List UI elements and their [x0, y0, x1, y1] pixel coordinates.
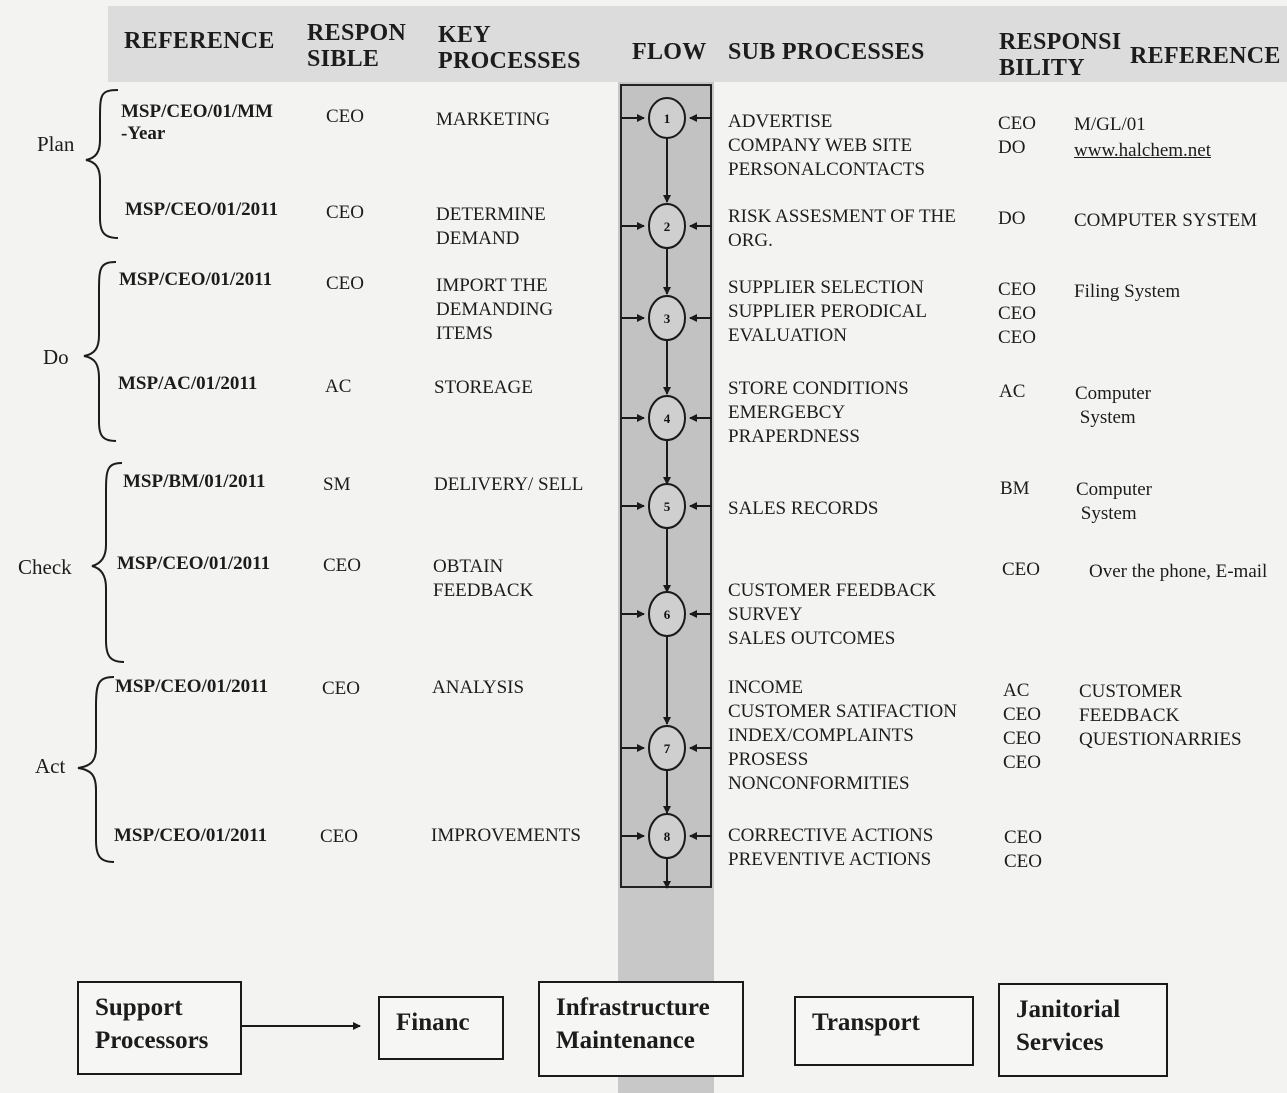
- brace-plan: [85, 89, 119, 239]
- row-1-key-process: MARKETING: [436, 109, 550, 130]
- header-reference-right: REFERENCE: [1130, 43, 1281, 69]
- row-1-reference-right: M/GL/01: [1074, 114, 1146, 135]
- row-6-responsibility: CEO: [1002, 559, 1040, 580]
- phase-do: Do: [43, 345, 69, 369]
- step-number-5: 5: [664, 499, 671, 514]
- step-number-8: 8: [664, 829, 671, 844]
- row-2-reference-right: COMPUTER SYSTEM: [1074, 210, 1258, 231]
- row-2-sub-processes: RISK ASSESMENT OF THE ORG.: [728, 206, 956, 251]
- brace-act: [77, 676, 115, 863]
- step-number-1: 1: [664, 111, 671, 126]
- phase-check: Check: [18, 555, 72, 579]
- row-4-key-process: STOREAGE: [434, 377, 533, 398]
- support-item-infrastructure: Infrastructure Maintenance: [538, 981, 744, 1077]
- row-4-responsible: AC: [325, 376, 352, 397]
- support-processors-box: Support Processors: [77, 981, 242, 1075]
- row-8-sub-processes: CORRECTIVE ACTIONS PREVENTIVE ACTIONS: [728, 825, 934, 870]
- step-number-3: 3: [664, 311, 671, 326]
- row-1-responsibility: CEO DO: [998, 113, 1036, 158]
- row-4-reference: MSP/AC/01/2011: [118, 373, 258, 394]
- row-7-responsibility: AC CEO CEO CEO: [1003, 680, 1041, 773]
- row-8-responsible: CEO: [320, 826, 358, 847]
- row-5-responsibility: BM: [1000, 478, 1030, 499]
- step-circle-8: [648, 813, 686, 859]
- row-1-sub-processes: ADVERTISE COMPANY WEB SITE PERSONALCONTA…: [728, 111, 925, 180]
- header-responsibility: RESPONSI BILITY: [999, 29, 1122, 81]
- step-number-6: 6: [664, 607, 671, 622]
- row-5-key-process: DELIVERY/ SELL: [434, 474, 584, 495]
- header-reference-left: REFERENCE: [124, 28, 275, 54]
- step-circle-1: [648, 97, 686, 139]
- header-band: [108, 6, 1287, 82]
- row-5-responsible: SM: [323, 474, 351, 495]
- step-number-2: 2: [664, 219, 671, 234]
- row-1-reference: MSP/CEO/01/MM -Year: [121, 101, 273, 144]
- row-3-reference: MSP/CEO/01/2011: [119, 269, 273, 290]
- row-1-website-link[interactable]: www.halchem.net: [1074, 140, 1211, 161]
- row-3-sub-processes: SUPPLIER SELECTION SUPPLIER PERODICAL EV…: [728, 277, 927, 346]
- row-4-reference-right: Computer System: [1075, 383, 1151, 428]
- step-circle-3: [648, 295, 686, 341]
- row-6-key-process: OBTAIN FEEDBACK: [433, 556, 534, 601]
- support-item-transport: Transport: [794, 996, 974, 1066]
- row-2-responsible: CEO: [326, 202, 364, 223]
- row-3-key-process: IMPORT THE DEMANDING ITEMS: [436, 275, 554, 344]
- row-7-reference-right: CUSTOMER FEEDBACK QUESTIONARRIES: [1079, 681, 1242, 750]
- brace-do: [83, 261, 117, 442]
- phase-act: Act: [35, 754, 66, 778]
- row-6-responsible: CEO: [323, 555, 361, 576]
- row-4-sub-processes: STORE CONDITIONS EMERGEBCY PRAPERDNESS: [728, 378, 909, 447]
- header-key-processes: KEY PROCESSES: [438, 22, 581, 74]
- row-4-responsibility: AC: [999, 381, 1026, 402]
- row-5-sub-processes: SALES RECORDS: [728, 498, 879, 519]
- step-circle-7: [648, 725, 686, 771]
- row-7-responsible: CEO: [322, 678, 360, 699]
- row-8-reference: MSP/CEO/01/2011: [114, 825, 268, 846]
- step-circle-4: [648, 395, 686, 441]
- brace-check: [91, 462, 125, 663]
- step-number-7: 7: [664, 741, 671, 756]
- row-6-reference: MSP/CEO/01/2011: [117, 553, 271, 574]
- row-5-reference: MSP/BM/01/2011: [123, 471, 266, 492]
- support-item-finance: Financ: [378, 996, 504, 1060]
- phase-plan: Plan: [37, 132, 75, 156]
- row-7-reference: MSP/CEO/01/2011: [115, 676, 269, 697]
- row-8-responsibility: CEO CEO: [1004, 827, 1042, 872]
- header-responsible: RESPON SIBLE: [307, 20, 407, 72]
- row-7-key-process: ANALYSIS: [432, 677, 525, 698]
- row-3-reference-right: Filing System: [1074, 281, 1181, 302]
- row-6-sub-processes: CUSTOMER FEEDBACK SURVEY SALES OUTCOMES: [728, 580, 937, 649]
- row-6-reference-right: Over the phone, E-mail: [1089, 561, 1268, 582]
- row-3-responsibility: CEO CEO CEO: [998, 279, 1036, 348]
- row-5-reference-right: Computer System: [1076, 479, 1152, 524]
- row-7-sub-processes: INCOME CUSTOMER SATIFACTION INDEX/COMPLA…: [728, 677, 957, 794]
- header-flow: FLOW: [632, 39, 707, 65]
- row-2-key-process: DETERMINE DEMAND: [436, 204, 546, 249]
- row-8-key-process: IMPROVEMENTS: [431, 825, 581, 846]
- header-sub-processes: SUB PROCESSES: [728, 39, 925, 65]
- step-circle-2: [648, 203, 686, 249]
- row-1-responsible: CEO: [326, 106, 364, 127]
- row-2-reference: MSP/CEO/01/2011: [125, 199, 279, 220]
- step-circle-5: [648, 483, 686, 529]
- row-2-responsibility: DO: [998, 208, 1026, 229]
- step-circle-6: [648, 591, 686, 637]
- row-3-responsible: CEO: [326, 273, 364, 294]
- step-number-4: 4: [664, 411, 671, 426]
- support-item-janitorial: Janitorial Services: [998, 983, 1168, 1077]
